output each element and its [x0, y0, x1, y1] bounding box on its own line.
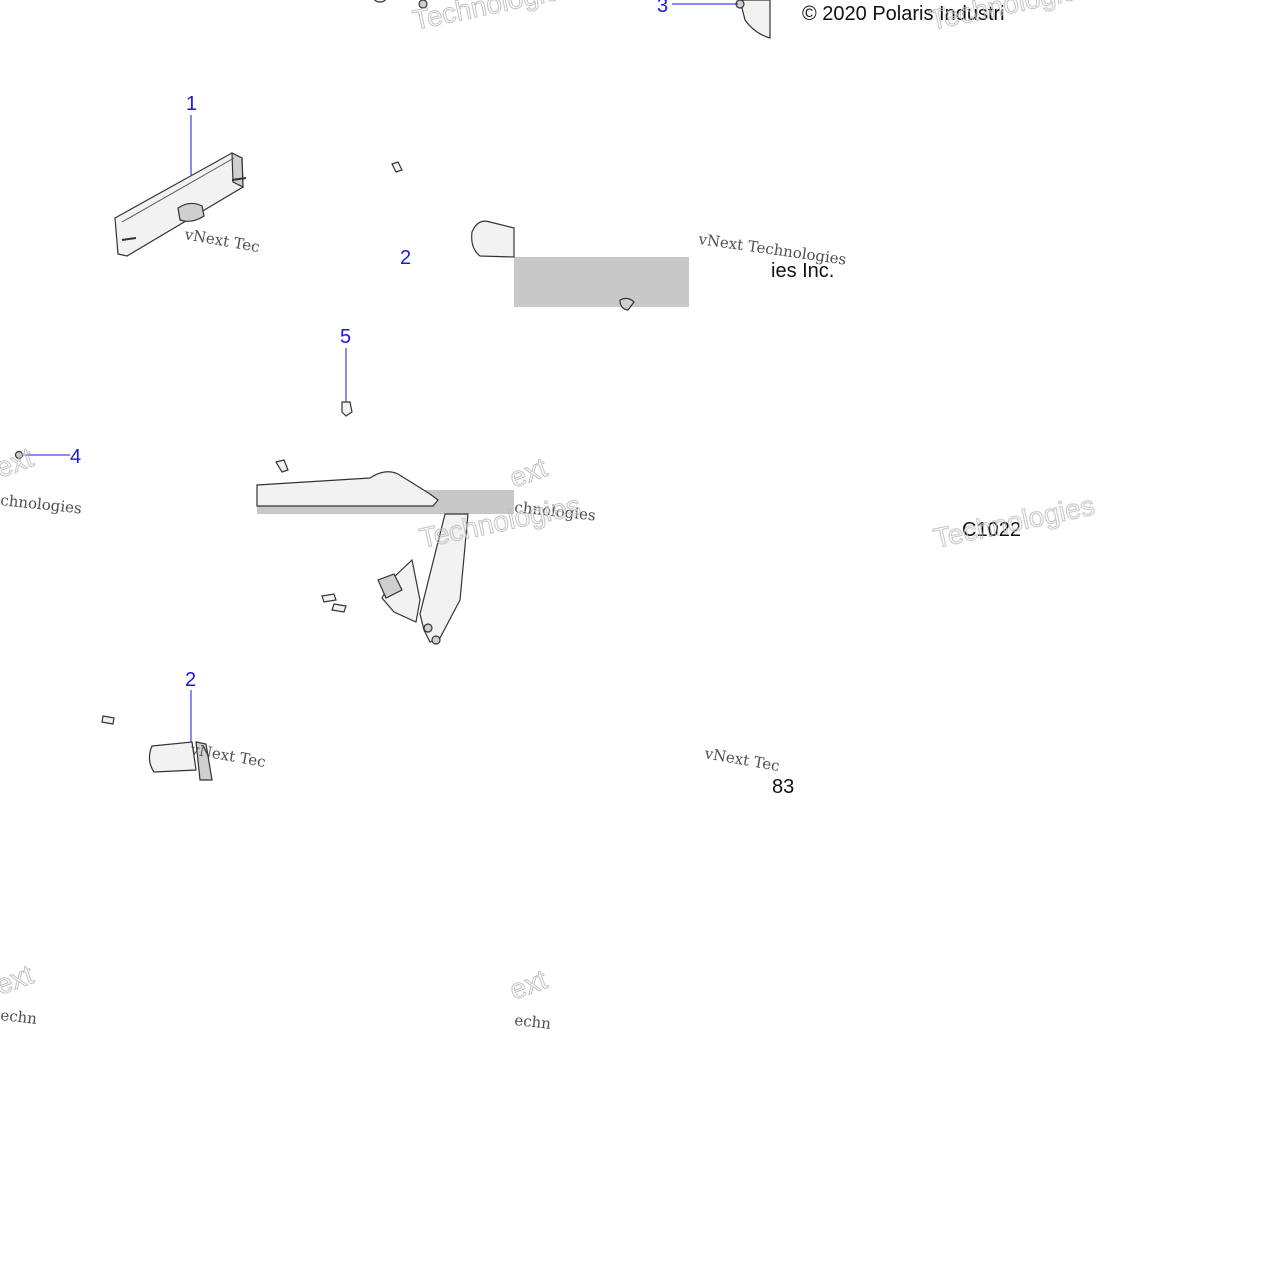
callout-1: 1	[186, 93, 197, 115]
watermark-ext-bottom-left: ext	[0, 959, 37, 1001]
watermark-technologies-topright: Technologies	[927, 0, 1093, 36]
diagram-code: C1022	[962, 519, 1021, 541]
watermark-layer: Technologies Technologies vNext Tec vNex…	[0, 0, 1098, 1033]
watermark-vnext-4: vNext Tec	[702, 744, 781, 775]
watermark-ext-bottom-mid: ext	[505, 964, 551, 1006]
callout-4: 4	[70, 446, 81, 468]
watermark-vnext-1: vNext Tec	[182, 225, 261, 256]
watermark-echn-bottom-mid: echn	[514, 1011, 553, 1033]
housing-assembly	[256, 459, 469, 645]
callout-2-partial: 2	[400, 247, 411, 269]
part-2-socket	[101, 715, 213, 781]
callout-5: 5	[340, 326, 351, 348]
part-3-fragment	[735, 0, 771, 39]
watermark-technologies-top: Technologies	[410, 0, 576, 36]
watermark-echn-bottom-left: echn	[0, 1006, 38, 1028]
watermark-technologies-right: Technologies	[931, 490, 1097, 554]
top-fragment-parts	[374, 0, 428, 9]
page-number: 83	[772, 776, 794, 798]
copyright-tail-text: ies Inc.	[771, 260, 834, 282]
callout-3: 3	[657, 0, 668, 17]
screw-upper	[391, 161, 403, 173]
gray-tile-upper-corner	[514, 257, 689, 307]
part-5-screw	[341, 401, 353, 417]
housing-fragment-upper	[471, 220, 635, 311]
watermark-chnologies-left: chnologies	[0, 491, 83, 517]
copyright-text: © 2020 Polaris Industri	[802, 3, 1005, 25]
watermark-ext-mid: ext	[505, 452, 551, 494]
part-1-lens	[114, 152, 247, 257]
watermark-ext-left: ext	[0, 442, 37, 484]
callout-2: 2	[185, 669, 196, 691]
screws-lower	[321, 593, 347, 613]
